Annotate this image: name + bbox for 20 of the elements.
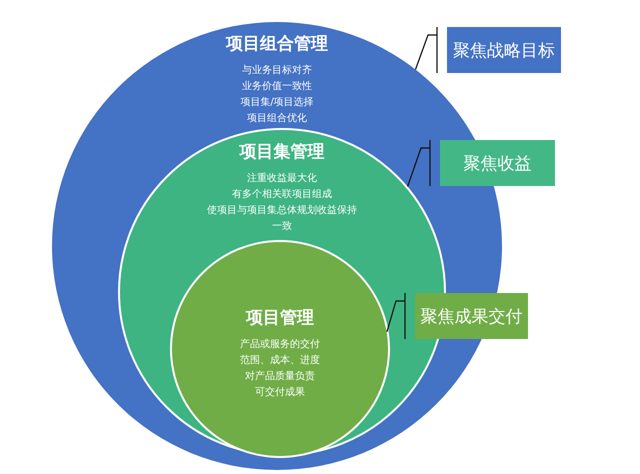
circle-text: 注重收益最大化	[247, 172, 317, 186]
circle-text: 范围、成本、进度	[240, 354, 320, 368]
leader-line	[386, 292, 406, 340]
circle-text: 使项目与项目集总体规划收益保持一致	[207, 204, 357, 234]
leader-line	[407, 139, 431, 188]
circle-title: 项目集管理	[240, 141, 324, 163]
leader-line	[414, 26, 438, 74]
callout-box: 聚焦战略目标	[447, 27, 561, 73]
circle-text: 对产品质量负责	[245, 370, 315, 384]
circle-text: 与业务目标对齐	[242, 64, 312, 78]
circle-text: 有多个相关联项目组成	[232, 188, 332, 202]
circle-text: 产品或服务的交付	[240, 338, 320, 352]
circle-text: 可交付成果	[255, 386, 305, 400]
callout-box: 聚焦收益	[440, 140, 555, 186]
circle-text: 业务价值一致性	[242, 80, 312, 94]
circle-title: 项目管理	[246, 307, 314, 329]
callout-box: 聚焦成果交付	[415, 293, 528, 339]
circle-text: 项目组合优化	[247, 112, 307, 126]
circle-text: 项目集/项目选择	[240, 96, 314, 110]
circle-title: 项目组合管理	[226, 33, 328, 55]
